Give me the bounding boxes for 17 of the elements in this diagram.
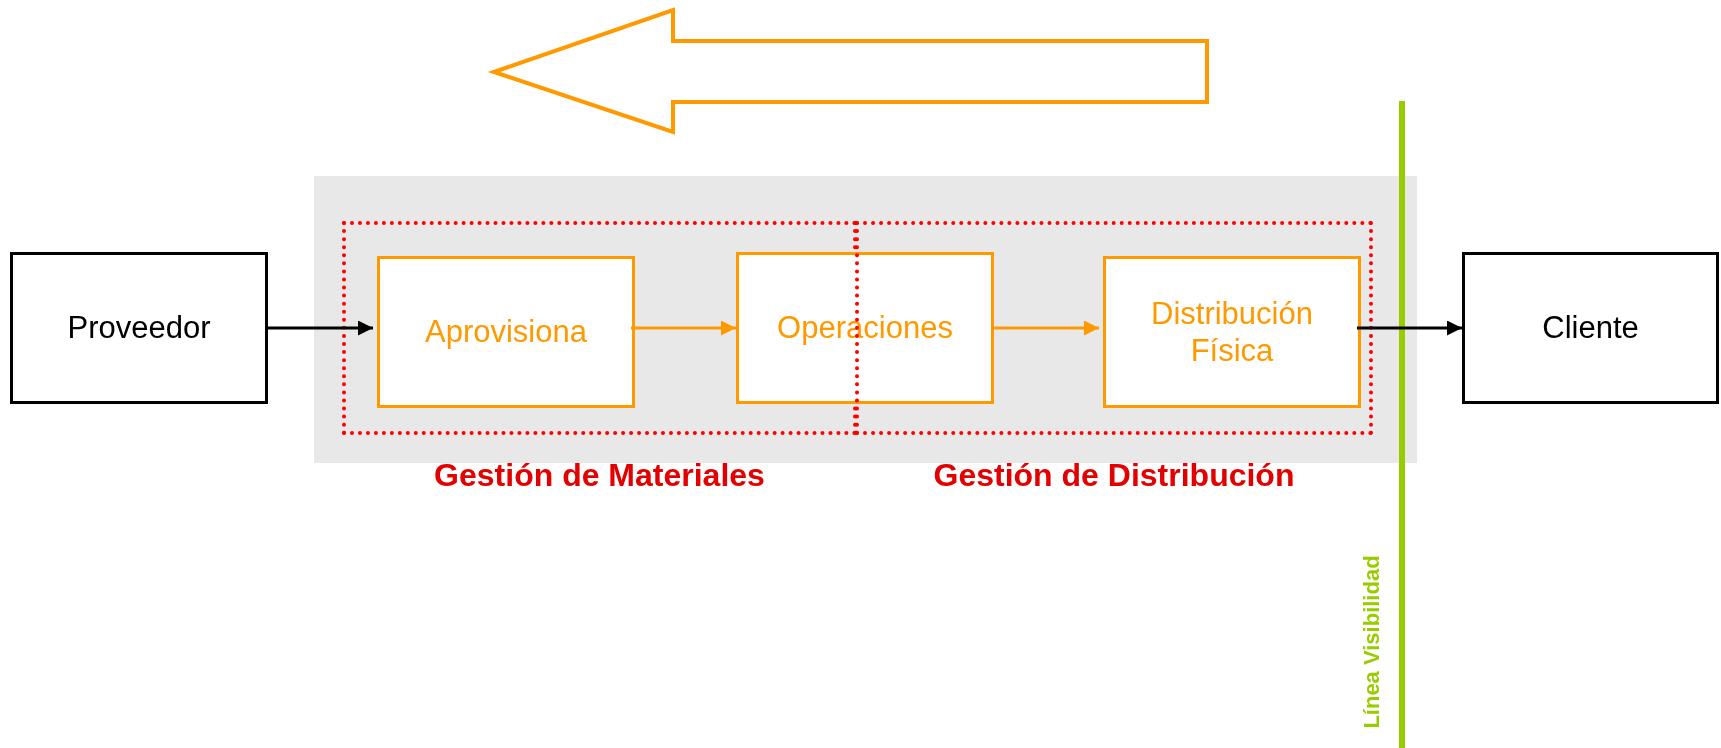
process-box: [10, 252, 268, 404]
arrow: [1357, 320, 1462, 336]
box-label: Distribución Física: [1150, 294, 1314, 370]
process-box: [377, 256, 635, 408]
group-label: Gestión de Distribución: [932, 457, 1296, 494]
process-box: [1462, 252, 1719, 404]
process-box: [1103, 256, 1361, 408]
line-label: Línea Visibilidad: [1359, 555, 1385, 729]
box-label: Operaciones: [776, 309, 954, 347]
box-label: Proveedor: [66, 309, 212, 347]
arrow: [268, 320, 373, 336]
arrow: [631, 320, 736, 336]
box-label: Aprovisiona: [424, 313, 588, 351]
box-label: Cliente: [1541, 309, 1640, 347]
arrow: [994, 320, 1099, 336]
process-box: [736, 252, 994, 404]
group-label: Gestión de Materiales: [433, 457, 766, 494]
